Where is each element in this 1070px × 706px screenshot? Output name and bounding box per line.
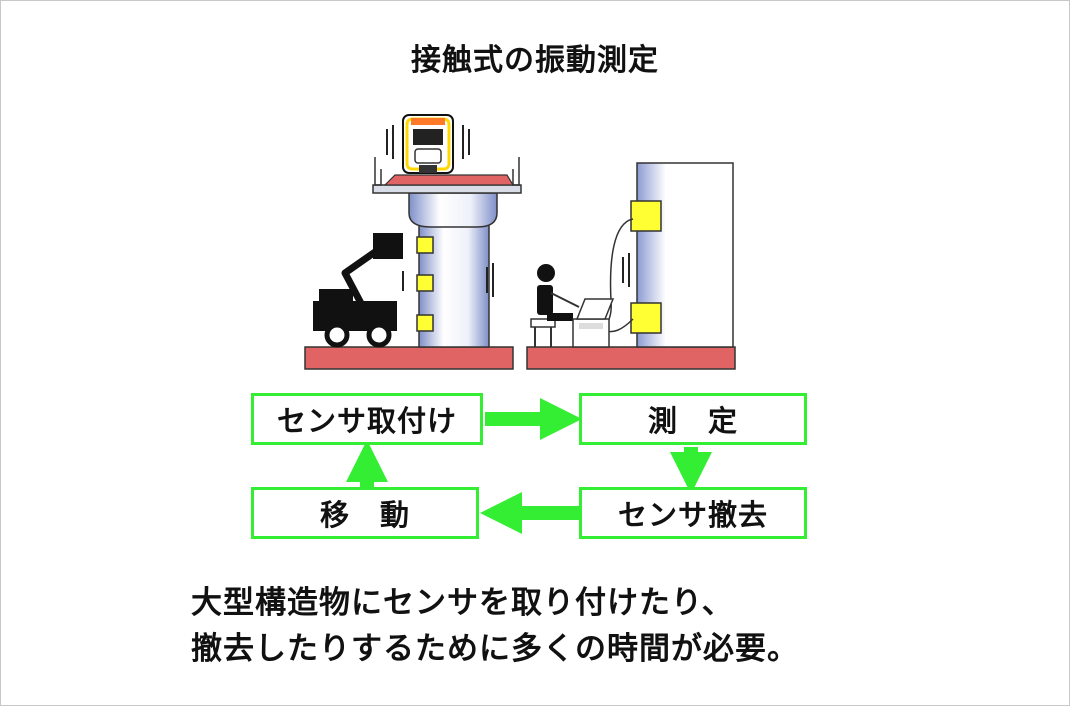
vibration-icon-pier [402,263,494,297]
aerial-lift-truck-icon [313,233,403,348]
ground-left [304,346,514,370]
ground-right [526,346,736,370]
sensor-box [630,302,662,334]
diagram-title: 接触式の振動測定 [411,43,659,78]
railing-right [512,157,520,186]
measurement-device-icon [572,298,615,348]
flow-arrows [346,398,712,534]
sensor-box [630,200,662,232]
bridge-deck [383,174,515,186]
vibration-icon-train [386,125,470,159]
step-move: 移 動 [251,487,479,539]
bridge-girder [372,184,522,194]
operator-icon [530,264,580,347]
bridge-pier-scene [304,114,522,370]
caption-line-1: 大型構造物にセンサを取り付けたり、 [191,585,734,621]
vibration-icon-wall [622,253,630,287]
step-measure: 測 定 [579,393,807,445]
step-sensor-install: センサ取付け [251,393,483,445]
wall-measurement-scene [526,162,736,370]
caption-line-2: 撤去したりするために多くの時間が必要。 [191,631,799,667]
sensor-box [416,236,434,332]
step-sensor-remove: センサ撤去 [579,487,807,539]
railing-left [374,157,382,186]
pier-cap [408,192,498,228]
